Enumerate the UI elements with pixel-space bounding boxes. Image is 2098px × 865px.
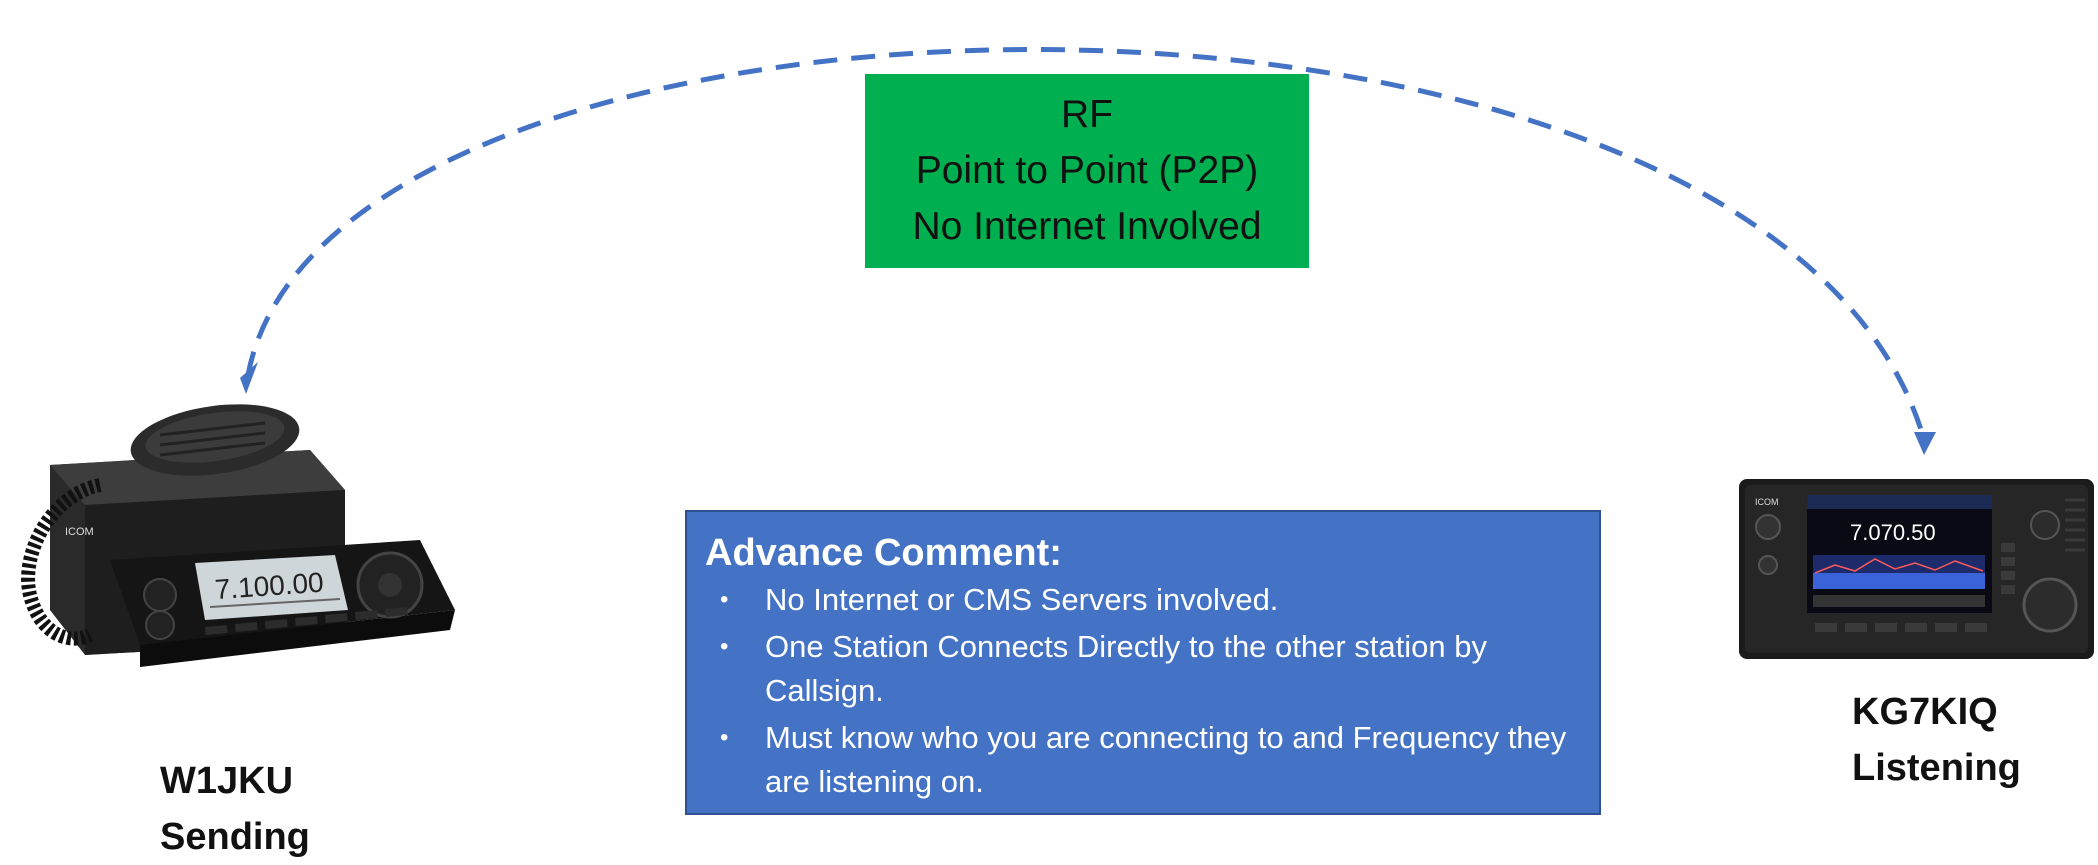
- sending-radio-image: ICOM 7.100.00: [21, 404, 455, 667]
- arrow-head-left-icon: [240, 362, 258, 394]
- comment-item-text: One Station Connects Directly to the oth…: [765, 629, 1487, 708]
- rf-box-line-2: Point to Point (P2P): [915, 149, 1259, 192]
- sender-display-frequency: 7.100.00: [214, 567, 325, 606]
- rf-box-line-1: RF: [1061, 93, 1113, 136]
- receiver-callsign: KG7KIQ: [1852, 691, 1998, 733]
- comment-item: • One Station Connects Directly to the o…: [705, 625, 1579, 713]
- comment-item: • No Internet or CMS Servers involved.: [705, 578, 1579, 622]
- sender-role: Sending: [160, 816, 310, 858]
- sender-brand-label: ICOM: [65, 526, 94, 538]
- volume-knob-icon: [143, 578, 177, 612]
- tuning-knob-icon: [2022, 577, 2078, 633]
- comment-item: • Must know who you are connecting to an…: [705, 716, 1579, 804]
- comment-item-text: No Internet or CMS Servers involved.: [765, 582, 1279, 617]
- advance-comment-list: • No Internet or CMS Servers involved. •…: [705, 578, 1579, 804]
- sender-label: W1JKU Sending: [160, 753, 310, 865]
- arrow-head-right-icon: [1914, 432, 1936, 455]
- bullet-icon: •: [720, 724, 729, 751]
- bullet-icon: •: [720, 586, 729, 613]
- bullet-icon: •: [720, 633, 729, 660]
- microphone-icon: [130, 404, 300, 476]
- receiving-radio-image: ICOM 7.070.50: [1735, 455, 2098, 670]
- rf-box-line-3: No Internet Involved: [912, 205, 1262, 248]
- sender-brand-label: ICOM: [1755, 497, 1779, 507]
- receiver-label: KG7KIQ Listening: [1852, 684, 2021, 796]
- receiver-display-frequency: 7.070.50: [1850, 520, 1936, 545]
- advance-comment-box: Advance Comment: • No Internet or CMS Se…: [685, 510, 1601, 815]
- sender-callsign: W1JKU: [160, 760, 294, 802]
- receiver-role: Listening: [1852, 747, 2021, 789]
- advance-comment-title: Advance Comment:: [705, 532, 1062, 574]
- rf-arc-path: [245, 47, 1928, 444]
- rf-p2p-box: RF Point to Point (P2P) No Internet Invo…: [865, 74, 1309, 268]
- comment-item-text: Must know who you are connecting to and …: [765, 720, 1567, 799]
